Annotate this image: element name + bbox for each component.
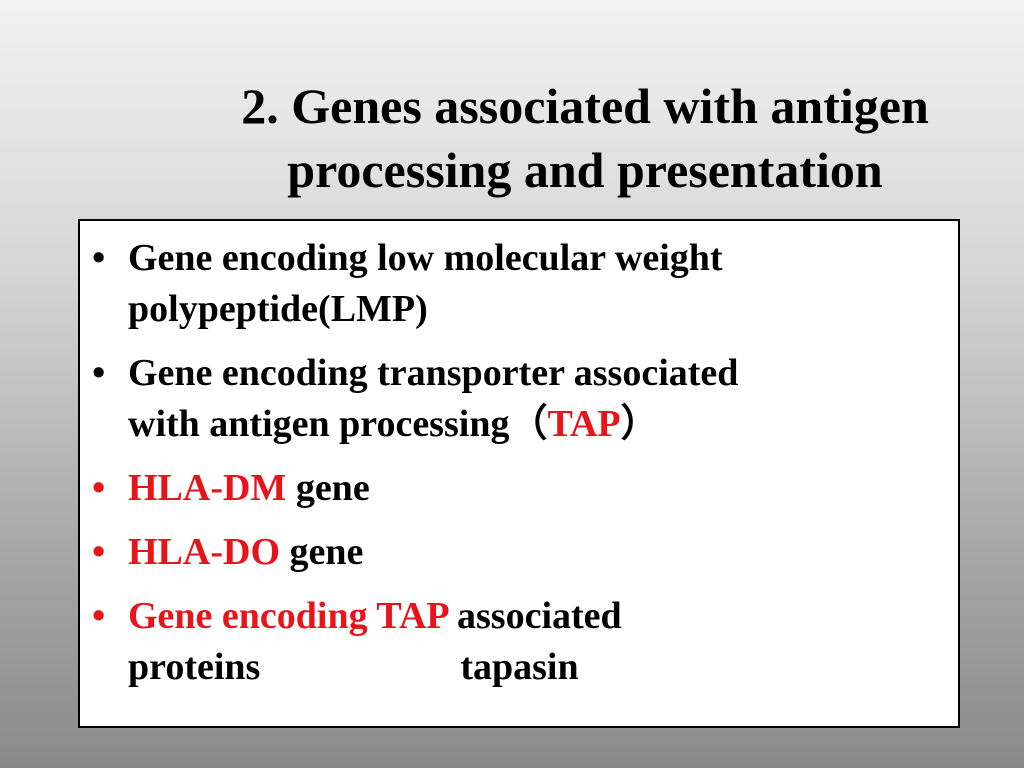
title-line-2: processing and presentation xyxy=(287,142,883,198)
bullet-text: gene xyxy=(289,531,364,573)
highlight-text: TAP xyxy=(547,403,621,445)
close-paren: ） xyxy=(620,403,659,445)
title-line-1: 2. Genes associated with antigen xyxy=(241,78,929,134)
bullet-text: polypeptide(LMP) xyxy=(128,288,428,330)
bullet-item-lmp: • Gene encoding low molecular weight pol… xyxy=(92,233,952,335)
highlight-text: HLA-DM xyxy=(128,467,287,509)
content-box: • Gene encoding low molecular weight pol… xyxy=(78,219,960,728)
bullet-text: Gene encoding low molecular weight xyxy=(128,237,723,279)
bullet-icon: • xyxy=(92,531,106,573)
bullet-icon: • xyxy=(92,595,106,637)
bullet-text: associated xyxy=(457,595,622,637)
slide-title: 2. Genes associated with antigen process… xyxy=(60,74,1024,202)
open-paren: （ xyxy=(509,403,548,445)
highlight-text: HLA-DO xyxy=(128,531,280,573)
highlight-text: Gene encoding TAP xyxy=(128,595,448,637)
bullet-item-tapasin: • Gene encoding TAP associated proteins t… xyxy=(92,591,952,693)
bullet-text: with antigen processing xyxy=(128,403,510,445)
bullet-item-hla-dm: • HLA-DM gene xyxy=(92,463,952,514)
bullet-icon: • xyxy=(92,352,106,394)
bullet-text: proteins xyxy=(128,646,261,688)
bullet-text: gene xyxy=(295,467,370,509)
bullet-text: tapasin xyxy=(460,646,579,688)
bullet-item-hla-do: • HLA-DO gene xyxy=(92,527,952,578)
bullet-list: • Gene encoding low molecular weight pol… xyxy=(92,233,952,706)
bullet-text: Gene encoding transporter associated xyxy=(128,352,739,394)
bullet-item-tap: • Gene encoding transporter associated w… xyxy=(92,348,952,450)
bullet-icon: • xyxy=(92,237,106,279)
bullet-icon: • xyxy=(92,467,106,509)
